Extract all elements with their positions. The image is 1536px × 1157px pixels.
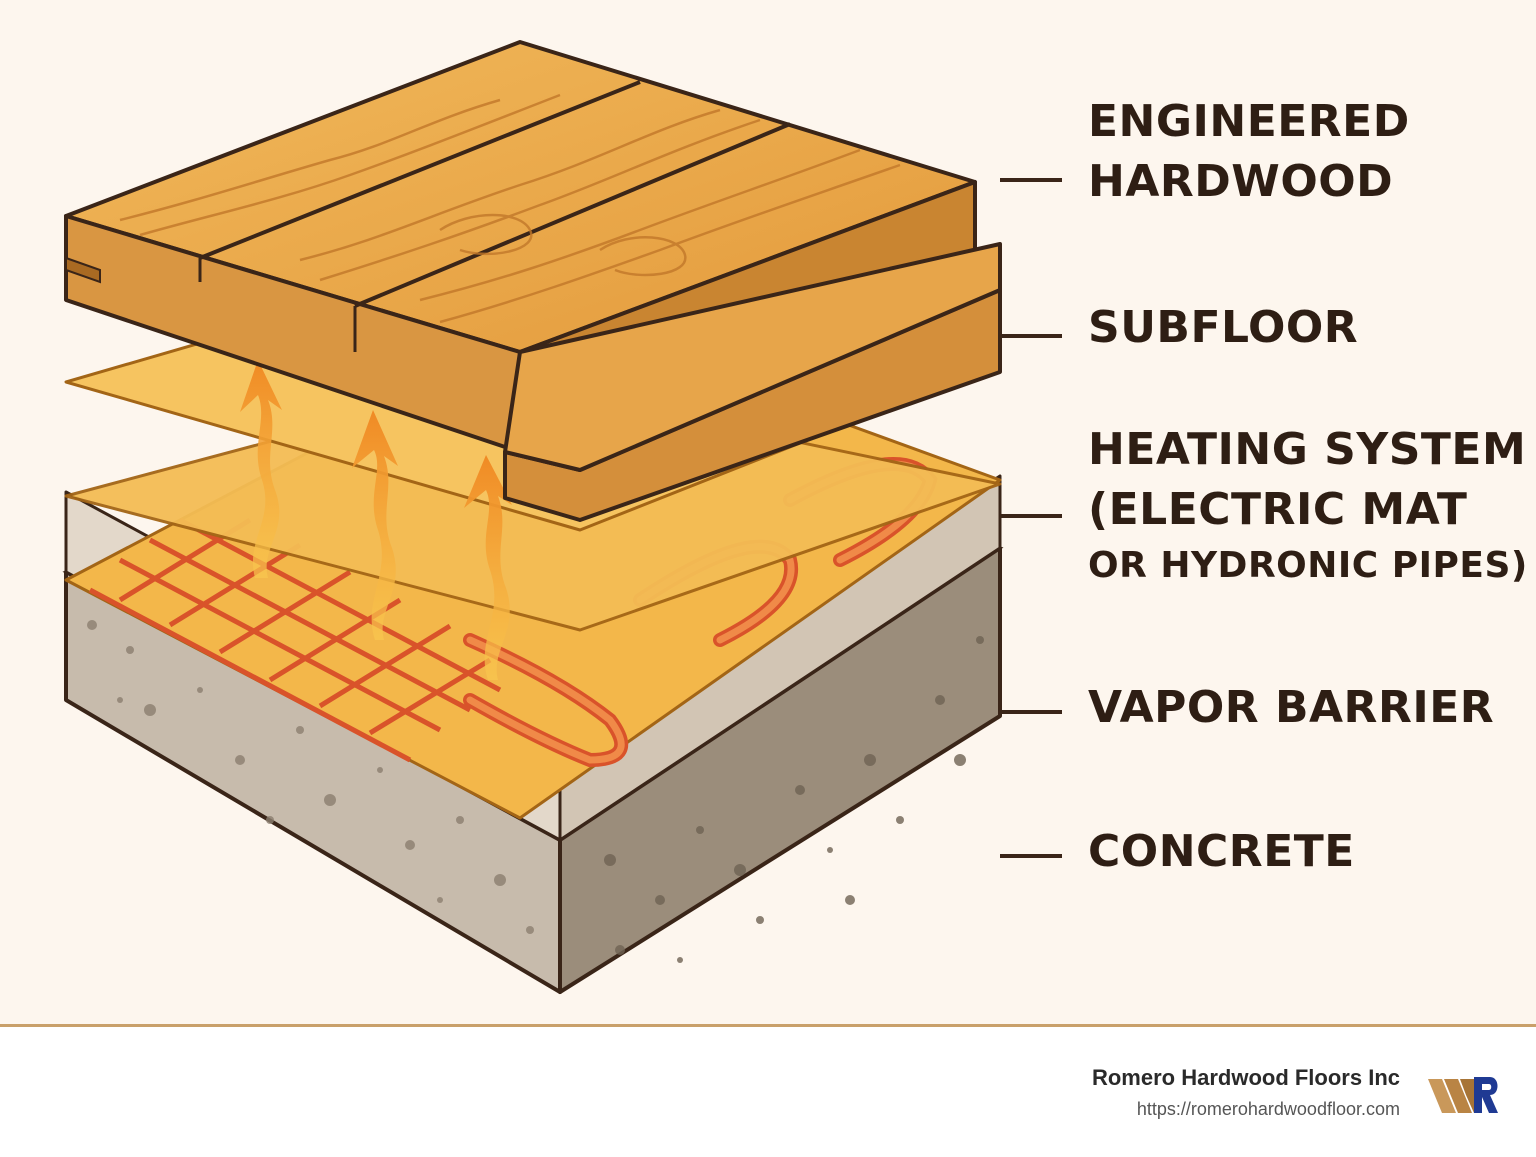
leader-line — [1000, 854, 1062, 858]
leader-line — [1000, 334, 1062, 338]
label-vapor-barrier: VAPOR BARRIER — [1000, 678, 1494, 738]
label-engineered-hardwood: ENGINEERED HARDWOOD — [1000, 92, 1410, 212]
heat-arrow-icon — [240, 360, 282, 578]
label-heating-system-line1: HEATING SYSTEM — [1088, 424, 1527, 475]
company-name: Romero Hardwood Floors Inc — [1091, 1065, 1400, 1090]
label-vapor-barrier-text: VAPOR BARRIER — [1088, 682, 1495, 733]
electric-mat-grid — [88, 517, 502, 763]
company-logo-icon — [1428, 1077, 1498, 1113]
engineered-hardwood-layer — [64, 40, 1002, 522]
label-heating-system-line2: (ELECTRIC MAT — [1088, 484, 1468, 535]
label-concrete: CONCRETE — [1000, 822, 1355, 882]
heat-arrow-icon — [352, 410, 398, 640]
label-engineered-hardwood-line2: HARDWOOD — [1088, 156, 1394, 207]
floor-layers-diagram — [62, 40, 1004, 994]
leader-line — [1000, 514, 1062, 518]
footer: Romero Hardwood Floors Inc https://romer… — [0, 1024, 1536, 1157]
label-subfloor: SUBFLOOR — [1000, 298, 1358, 358]
label-heating-system-line3: OR HYDRONIC PIPES) — [1088, 545, 1528, 586]
label-heating-system: HEATING SYSTEM (ELECTRIC MAT OR HYDRONIC… — [1000, 420, 1528, 592]
leader-line — [1000, 178, 1062, 182]
heat-arrow-icon — [464, 455, 512, 680]
label-concrete-text: CONCRETE — [1088, 826, 1355, 877]
heat-arrows — [240, 360, 512, 680]
label-engineered-hardwood-line1: ENGINEERED — [1088, 96, 1410, 147]
company-url[interactable]: https://romerohardwoodfloor.com — [1136, 1099, 1400, 1119]
leader-line — [1000, 710, 1062, 714]
label-subfloor-text: SUBFLOOR — [1088, 302, 1359, 353]
